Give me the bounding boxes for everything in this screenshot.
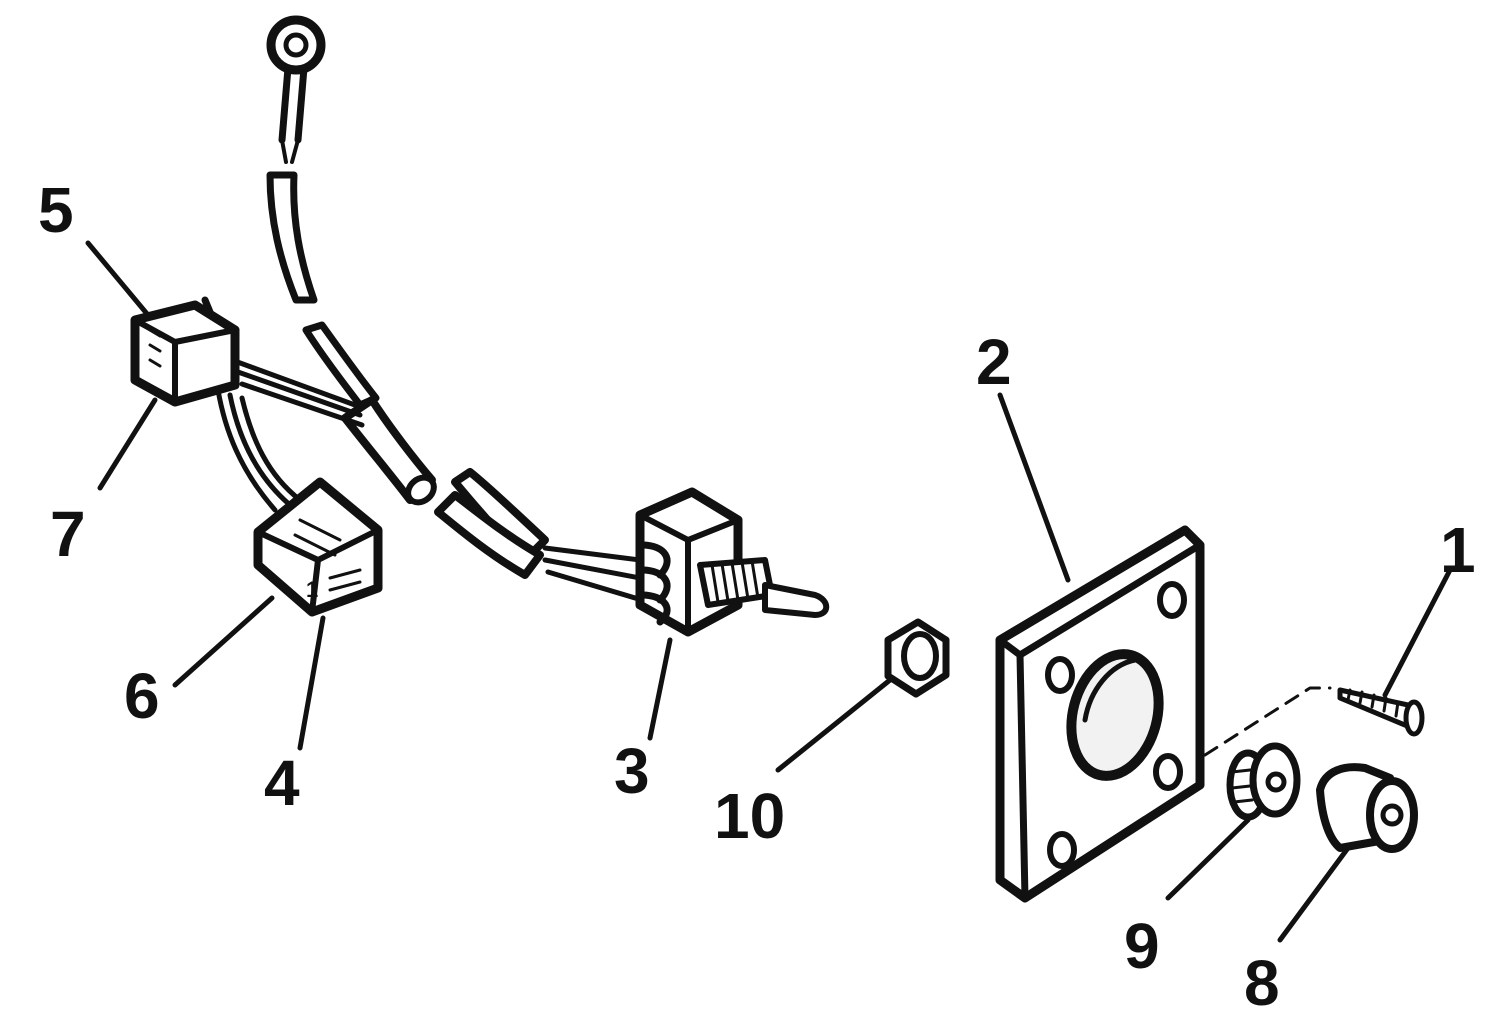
callout-7: 7	[50, 498, 86, 570]
toggle-switch	[635, 487, 830, 637]
leader-5	[85, 240, 151, 318]
threaded-bushing	[697, 557, 775, 608]
callout-6: 6	[124, 660, 160, 732]
callout-2: 2	[976, 326, 1012, 398]
mounting-plate	[995, 525, 1205, 903]
callout-10: 10	[714, 780, 785, 852]
leader-7	[97, 397, 158, 491]
callout-labels: 1 2 3 4 5 6 7 8 9 10	[38, 174, 1476, 1019]
callout-8: 8	[1244, 947, 1280, 1019]
connector-upper	[130, 296, 240, 407]
leader-2	[997, 392, 1071, 583]
callout-3: 3	[614, 735, 650, 807]
harness-sleeve	[341, 396, 549, 579]
callout-4: 4	[264, 747, 300, 819]
assembly-dashed-line	[1203, 686, 1332, 757]
leader-6	[172, 595, 275, 688]
screw	[1337, 687, 1425, 737]
connector-lower: 1	[253, 477, 383, 617]
leader-10	[775, 677, 893, 773]
callout-1: 1	[1440, 514, 1476, 586]
leader-3	[647, 637, 673, 741]
callout-9: 9	[1124, 910, 1160, 982]
ring-terminal	[266, 15, 326, 164]
leader-9	[1165, 817, 1251, 901]
leader-lines	[85, 240, 1453, 943]
harness-wires	[215, 357, 645, 603]
toggle-boot	[1316, 763, 1418, 853]
connector-marking: 1	[306, 577, 318, 602]
leader-1	[1382, 567, 1453, 698]
hex-nut	[884, 618, 950, 698]
boot-nut	[1226, 742, 1301, 821]
callout-5: 5	[38, 174, 74, 246]
leader-8	[1277, 845, 1351, 943]
leader-4	[297, 615, 326, 751]
ground-lead-wire	[266, 171, 380, 409]
